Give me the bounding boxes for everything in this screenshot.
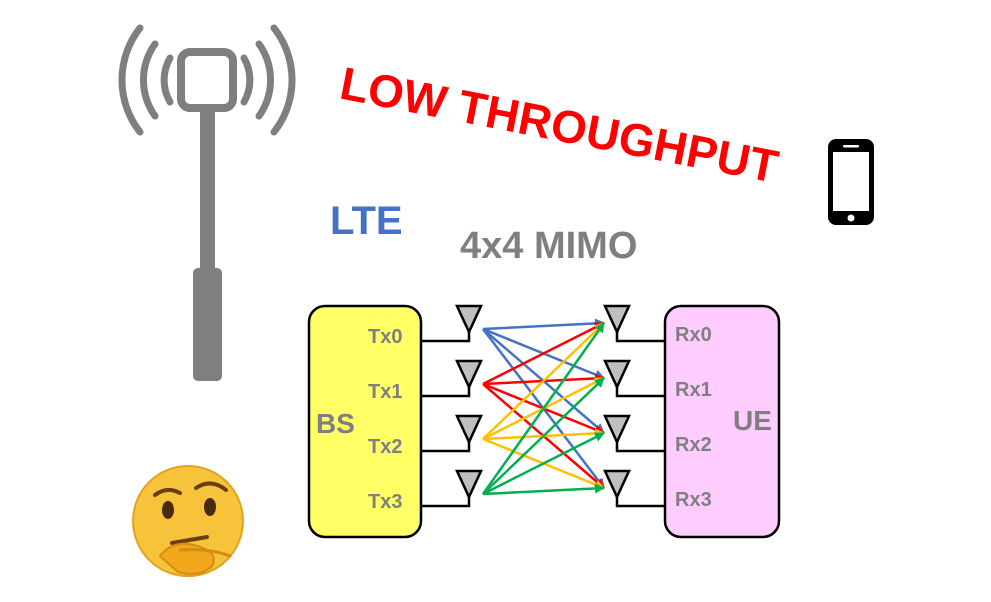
signal-paths: [481, 318, 606, 496]
signal-path-tx0-rx0: [482, 318, 605, 331]
user-equipment-box: [663, 304, 781, 539]
base-station-box: [307, 304, 423, 539]
signal-path-tx3-rx2: [482, 431, 605, 496]
signal-path-tx2-rx0: [482, 322, 605, 440]
rx-port-label-3: Rx3: [675, 489, 712, 511]
rx-port-label-0: Rx0: [675, 324, 712, 346]
signal-path-tx1-rx0: [482, 321, 605, 386]
headline-text: LOW THROUGHPUT: [336, 57, 782, 193]
rx-port-label-2: Rx2: [675, 434, 712, 456]
thinking-face-icon: [132, 465, 244, 577]
technology-label: LTE: [330, 199, 403, 243]
rx-port-label-1: Rx1: [675, 379, 712, 401]
rx-antenna-icon: [603, 304, 665, 508]
tx-port-label-1: Tx1: [368, 381, 402, 403]
tx-antenna-icon: [421, 304, 483, 508]
signal-path-tx3-rx1: [482, 377, 605, 495]
signal-path-tx3-rx3: [482, 483, 605, 496]
cell-tower-icon: [118, 24, 296, 381]
base-station-label: BS: [316, 408, 355, 439]
user-equipment-label: UE: [733, 405, 772, 436]
tx-port-label-3: Tx3: [368, 491, 402, 513]
mimo-label: 4x4 MIMO: [460, 225, 637, 267]
tx-port-label-2: Tx2: [368, 436, 402, 458]
signal-path-tx3-rx0: [481, 322, 606, 495]
smartphone-icon: [828, 139, 874, 225]
tx-port-label-0: Tx0: [368, 326, 402, 348]
